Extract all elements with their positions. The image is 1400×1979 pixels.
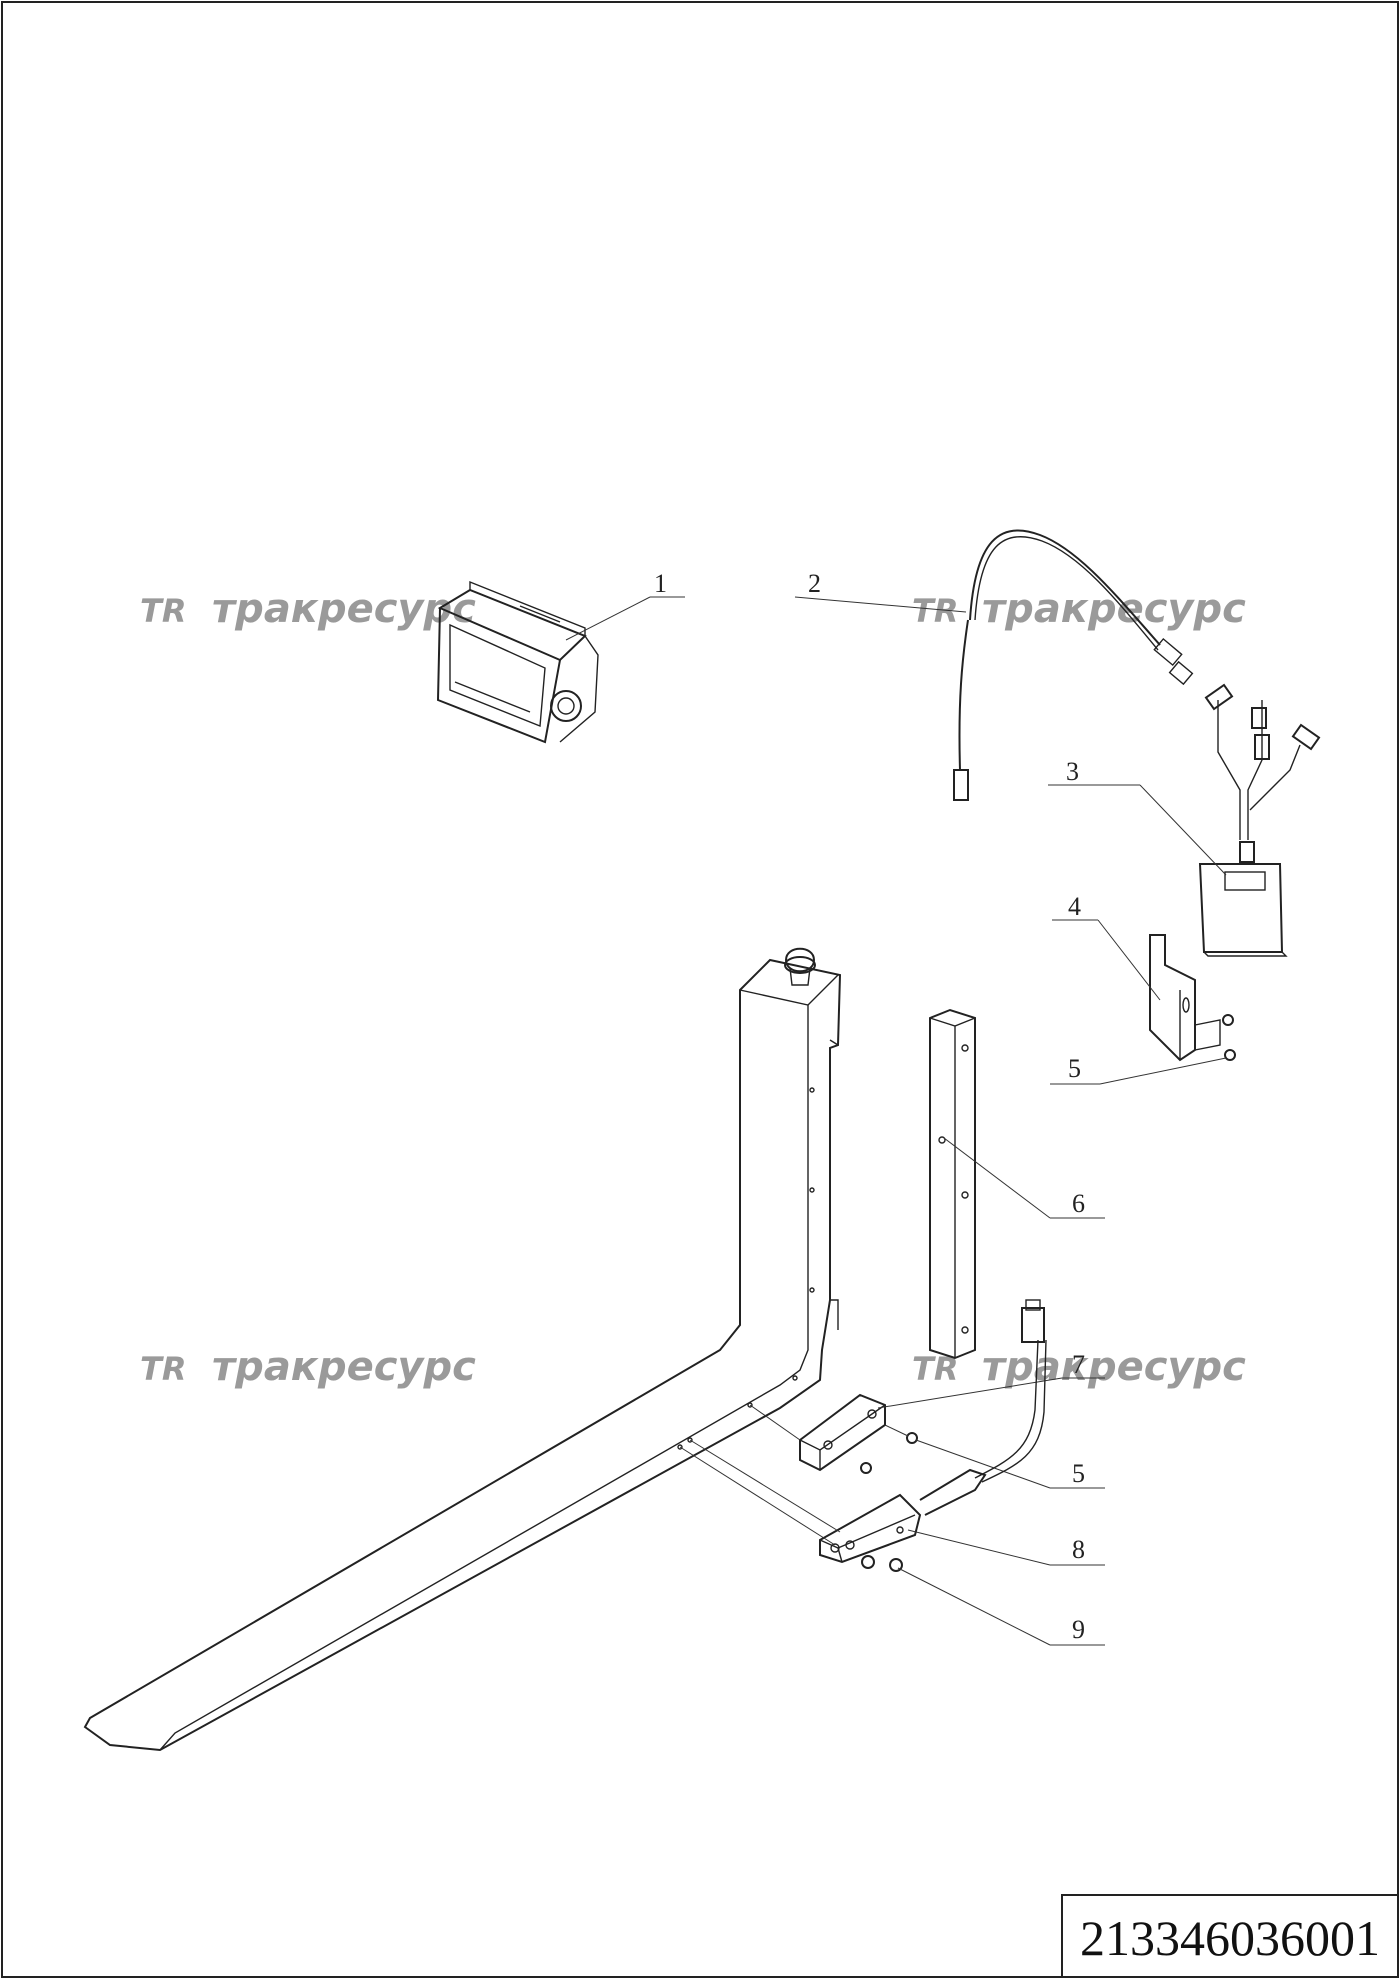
- watermark-bottom-left: TR тракресурс: [140, 1344, 476, 1390]
- leader-line: [1139, 784, 1227, 876]
- leader-line: [1097, 919, 1161, 1001]
- watermark-top-right: TR тракресурс: [912, 586, 1246, 632]
- callout-9: 9: [1072, 1615, 1085, 1644]
- part-camera-cable: [953, 529, 1194, 801]
- watermark-text: тракресурс: [982, 1344, 1246, 1390]
- leader-line: [679, 1446, 836, 1546]
- callout-3: 3: [1066, 757, 1079, 786]
- callout-6: 6: [1072, 1189, 1085, 1218]
- leader-line: [943, 1137, 1051, 1219]
- part-control-box: [1198, 683, 1321, 957]
- part-fork: [83, 947, 842, 1752]
- document-number: 213346036001: [1080, 1910, 1380, 1966]
- watermark-logo: TR: [912, 1350, 958, 1388]
- part-display-monitor: [436, 580, 599, 744]
- leader-line: [897, 1567, 1051, 1646]
- watermark-text: тракресурс: [212, 1344, 476, 1390]
- part-sensor-bracket: [749, 1393, 918, 1474]
- part-screws-upper: [1222, 1014, 1236, 1061]
- watermark-bottom-right: TR тракресурс: [912, 1344, 1246, 1390]
- leader-line: [915, 1439, 1051, 1489]
- watermark-logo: TR: [140, 1350, 186, 1388]
- leader-line: [1099, 1057, 1227, 1085]
- callout-2: 2: [808, 569, 821, 598]
- callout-5: 5: [1068, 1054, 1081, 1083]
- callout-1: 1: [654, 569, 667, 598]
- callout-7: 7: [1072, 1350, 1085, 1379]
- leader-line: [794, 596, 967, 613]
- callout-4: 4: [1068, 892, 1081, 921]
- part-bolts: [861, 1555, 903, 1572]
- part-mounting-bracket: [1149, 934, 1221, 1062]
- watermark-logo: TR: [140, 592, 186, 630]
- callout-8: 8: [1072, 1535, 1085, 1564]
- watermark-text: тракресурс: [212, 586, 476, 632]
- document-number-box: [1061, 1894, 1399, 1978]
- leader-line: [877, 1377, 1063, 1409]
- callout-5-lower: 5: [1072, 1459, 1085, 1488]
- leader-line: [907, 1529, 1051, 1566]
- leader-line: [689, 1439, 841, 1533]
- watermark-top-left: TR тракресурс: [140, 586, 476, 632]
- part-vertical-channel: [929, 1008, 976, 1360]
- part-sensor: [819, 1299, 1047, 1564]
- leader-line: [565, 596, 651, 641]
